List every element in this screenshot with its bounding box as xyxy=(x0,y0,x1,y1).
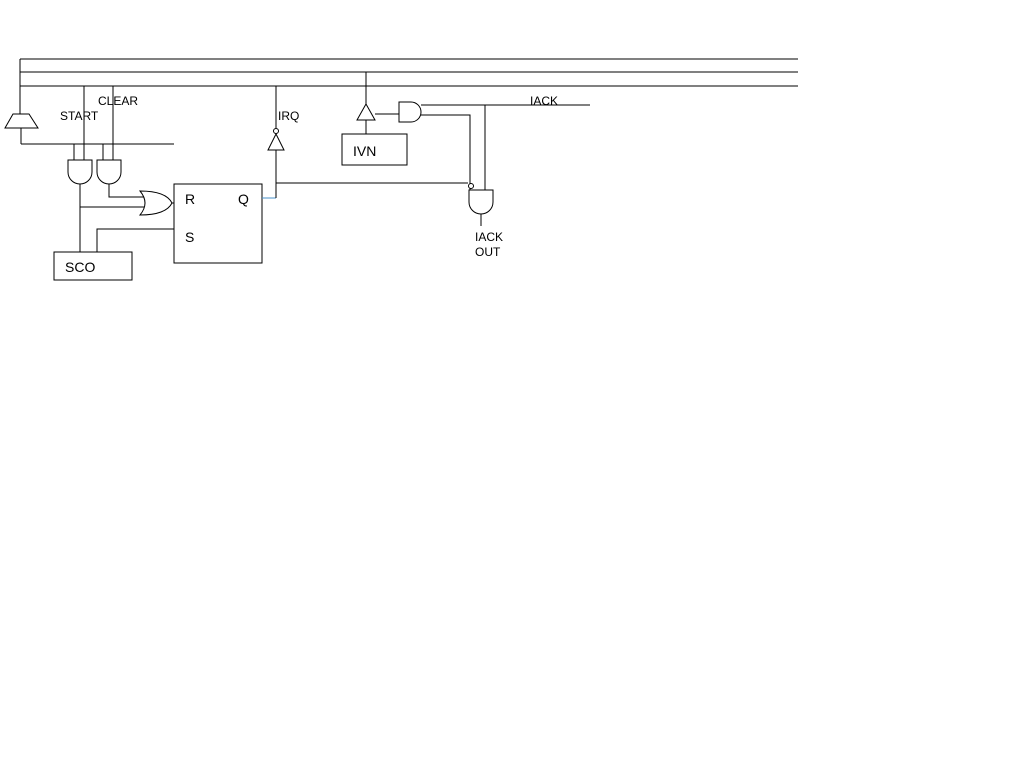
ivn-label: IVN xyxy=(353,143,376,159)
rs-flipflop xyxy=(173,183,263,264)
and-gate-iack-out xyxy=(468,189,494,215)
control-signal-lines xyxy=(73,86,114,160)
ivn-block xyxy=(341,133,408,166)
irq-label: IRQ xyxy=(278,109,299,123)
flipflop-r-label: R xyxy=(185,191,195,207)
irq-inverter xyxy=(267,132,285,151)
flipflop-s-label: S xyxy=(185,229,194,245)
sco-block xyxy=(53,251,133,281)
flipflop-q-label: Q xyxy=(238,191,249,207)
system-bus xyxy=(19,58,798,114)
and-gate-clear xyxy=(96,159,122,185)
irq-inverter-bubble xyxy=(273,128,279,134)
ivn-buffer xyxy=(356,102,376,121)
sco-label: SCO xyxy=(65,259,95,275)
iack-out-label-line1: IACK xyxy=(475,230,503,244)
decoder-trapezoid xyxy=(4,113,39,129)
iack-out-inverting-bubble xyxy=(468,183,474,189)
and-gate-iack-enable xyxy=(398,101,422,123)
and-gate-start xyxy=(67,159,93,185)
start-label: START xyxy=(60,109,99,123)
address-decoder xyxy=(4,113,174,145)
iack-out-label-line2: OUT xyxy=(475,245,501,259)
iack-label: IACK xyxy=(530,94,558,108)
or-gate xyxy=(138,190,173,216)
clear-label: CLEAR xyxy=(98,94,138,108)
